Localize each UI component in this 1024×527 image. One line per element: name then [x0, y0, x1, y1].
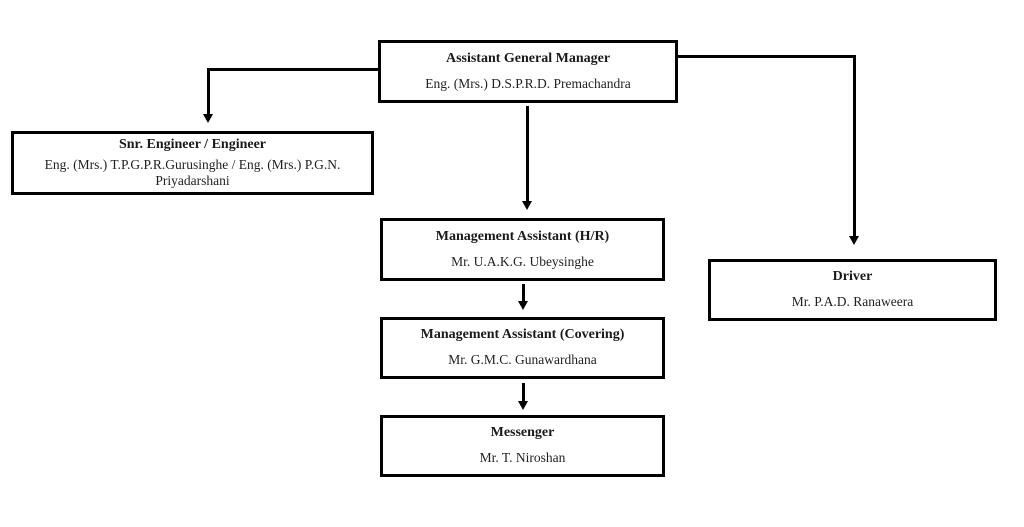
node-title: Management Assistant (Covering) — [420, 327, 625, 343]
node-title: Messenger — [490, 425, 555, 441]
org-node-messenger: Messenger Mr. T. Niroshan — [380, 415, 665, 477]
node-person: Mr. P.A.D. Ranaweera — [791, 294, 914, 310]
connector-agm-to-driver-horizontal — [678, 55, 856, 58]
node-person: Mr. U.A.K.G. Ubeysinghe — [451, 253, 594, 269]
node-person: Eng. (Mrs.) T.P.G.P.R.Gurusinghe / Eng. … — [44, 156, 341, 189]
node-person: Mr. T. Niroshan — [479, 450, 566, 466]
arrow-down-head-snr-engineer — [203, 114, 213, 123]
org-node-assistant-general-manager: Assistant General Manager Eng. (Mrs.) D.… — [378, 40, 678, 103]
connector-agm-to-driver-vertical — [853, 55, 856, 236]
org-node-management-assistant-covering: Management Assistant (Covering) Mr. G.M.… — [380, 317, 665, 379]
org-node-driver: Driver Mr. P.A.D. Ranaweera — [708, 259, 997, 321]
arrow-down-head-ma-hr — [522, 201, 532, 210]
node-title: Management Assistant (H/R) — [435, 228, 610, 244]
connector-agm-to-ma-hr-vertical — [526, 106, 529, 201]
connector-ma-covering-to-messenger — [522, 383, 525, 401]
node-title: Driver — [832, 269, 873, 285]
org-node-snr-engineer: Snr. Engineer / Engineer Eng. (Mrs.) T.P… — [11, 131, 374, 195]
arrow-down-head-messenger — [518, 401, 528, 410]
arrow-down-head-driver — [849, 236, 859, 245]
connector-ma-hr-to-ma-covering — [522, 284, 525, 301]
org-node-management-assistant-hr: Management Assistant (H/R) Mr. U.A.K.G. … — [380, 218, 665, 281]
arrow-down-head-ma-covering — [518, 301, 528, 310]
node-title: Assistant General Manager — [445, 50, 611, 66]
node-person: Eng. (Mrs.) D.S.P.R.D. Premachandra — [425, 75, 631, 91]
connector-agm-to-snr-engineer-vertical — [207, 68, 210, 114]
node-title: Snr. Engineer / Engineer — [118, 136, 267, 152]
node-person: Mr. G.M.C. Gunawardhana — [448, 352, 597, 368]
connector-agm-to-snr-engineer-horizontal — [207, 68, 378, 71]
